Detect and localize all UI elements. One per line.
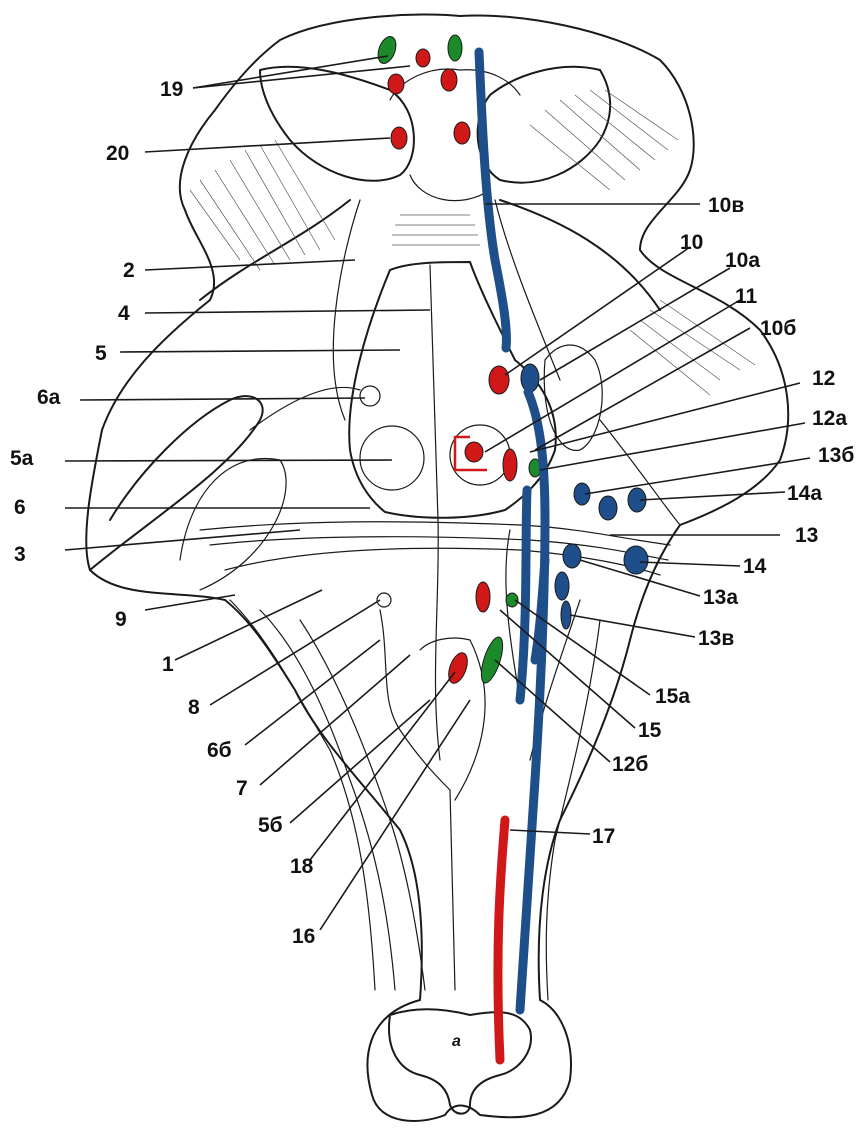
nucleus-edinger-westphal-right xyxy=(447,34,463,62)
nucleus-trochlear-right xyxy=(453,121,471,145)
vestibular-nucleus-4 xyxy=(554,571,570,601)
label-15a: 15а xyxy=(655,685,690,708)
label-13v: 13в xyxy=(698,627,734,650)
nucleus-oculomotor-left xyxy=(415,48,431,68)
label-10v: 10в xyxy=(708,194,744,217)
leader-lines xyxy=(64,55,811,931)
label-13: 13 xyxy=(795,524,818,547)
motor-nuclei xyxy=(387,48,518,1065)
label-10a: 10а xyxy=(725,249,760,272)
nucleus-facial xyxy=(502,448,518,482)
label-13b: 13б xyxy=(818,444,854,467)
label-1: 1 xyxy=(162,653,174,676)
label-6a: 6а xyxy=(37,386,61,409)
nucleus-salivatory-inferior xyxy=(505,592,519,608)
label-14a: 14а xyxy=(787,482,822,505)
trigeminal-mesencephalic-tract xyxy=(474,47,511,353)
cochlear-nucleus-2 xyxy=(623,545,649,575)
label-10b: 10б xyxy=(760,317,796,340)
trigeminal-principal-nucleus xyxy=(520,363,540,393)
autonomic-nuclei xyxy=(377,34,542,684)
labels: 19 20 10в 10 10а 2 11 4 10б 5 12 6а 12а … xyxy=(10,78,854,1050)
nucleus-trochlear-left xyxy=(390,126,408,150)
vestibular-nucleus-2 xyxy=(598,495,618,521)
facial-knee xyxy=(453,435,487,472)
label-4: 4 xyxy=(118,302,130,325)
label-13a: 13а xyxy=(703,586,738,609)
nucleus-abducens xyxy=(464,441,484,463)
label-17: 17 xyxy=(592,825,615,848)
label-11: 11 xyxy=(735,285,758,308)
label-16: 16 xyxy=(292,925,315,948)
label-5: 5 xyxy=(95,342,107,365)
label-20: 20 xyxy=(106,142,129,165)
nucleus-vagus-dorsal xyxy=(480,636,504,684)
brainstem-outline xyxy=(85,13,790,1122)
nucleus-oculomotor-left-2 xyxy=(387,73,405,95)
label-15: 15 xyxy=(638,719,662,742)
solitary-tract-nucleus xyxy=(515,485,532,705)
label-18: 18 xyxy=(290,855,314,878)
accessory-nucleus-column xyxy=(493,815,510,1065)
label-12b: 12б xyxy=(612,753,648,776)
label-3: 3 xyxy=(14,543,26,566)
label-6b: 6б xyxy=(207,739,232,762)
canal-mark: a xyxy=(452,1033,461,1050)
nucleus-hypoglossal xyxy=(448,652,468,684)
label-9: 9 xyxy=(115,608,127,631)
vestibular-nucleus-3 xyxy=(562,543,582,569)
label-5a: 5а xyxy=(10,447,34,470)
sensory-nuclei xyxy=(474,47,649,1015)
trigeminal-spinal-tract xyxy=(515,387,550,1015)
label-8: 8 xyxy=(188,696,200,719)
label-5b: 5б xyxy=(258,814,283,837)
label-2: 2 xyxy=(123,259,135,282)
vestibular-nucleus-5 xyxy=(560,600,572,630)
label-19: 19 xyxy=(160,78,183,101)
shading-hatch xyxy=(189,89,756,396)
label-6: 6 xyxy=(14,496,26,519)
spinal-tract-lower xyxy=(530,555,550,665)
nucleus-oculomotor-right xyxy=(440,68,458,92)
nucleus-edinger-westphal-left xyxy=(377,36,397,64)
label-7: 7 xyxy=(236,777,248,800)
nucleus-trigeminal-motor xyxy=(488,365,510,395)
nucleus-ambiguus xyxy=(475,581,491,613)
label-12: 12 xyxy=(812,367,835,390)
label-14: 14 xyxy=(743,555,767,578)
label-10: 10 xyxy=(680,231,703,254)
label-12a: 12а xyxy=(812,407,847,430)
